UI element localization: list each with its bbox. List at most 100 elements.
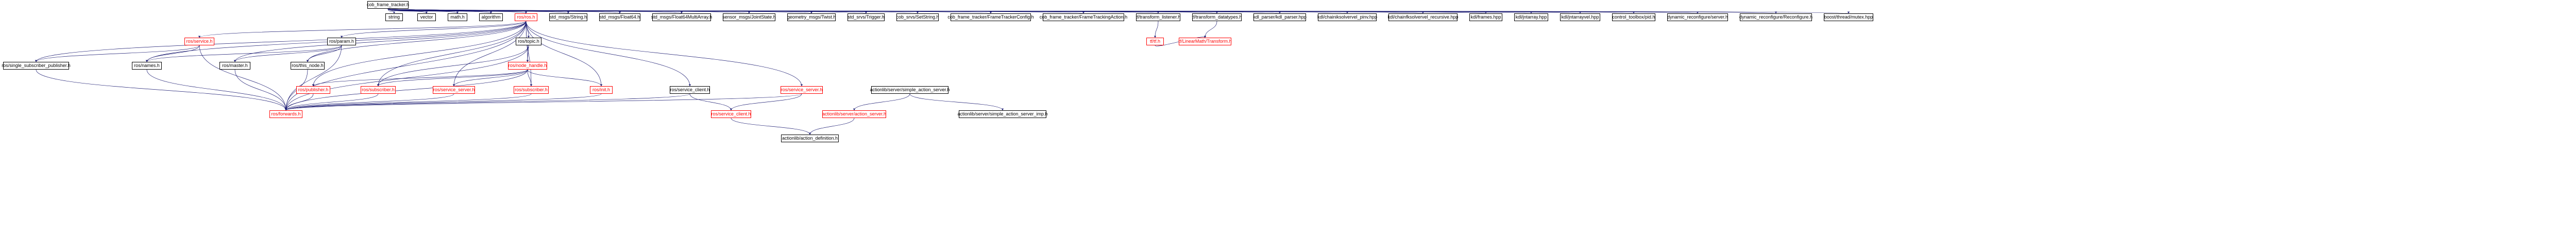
graph-node[interactable]: actionlib/server/simple_action_server.h <box>870 86 950 94</box>
graph-node[interactable]: geometry_msgs/Twist.h <box>787 13 836 21</box>
graph-node[interactable]: tf/transform_listener.h <box>1136 13 1180 21</box>
graph-node[interactable]: ros/master.h <box>219 62 250 70</box>
graph-edge <box>526 21 690 87</box>
graph-edge <box>285 93 454 111</box>
graph-edge <box>387 8 1581 14</box>
graph-edge <box>526 21 529 38</box>
graph-node[interactable]: ros/single_subscriber_publisher.h <box>2 62 71 70</box>
graph-edge <box>387 8 427 14</box>
graph-node[interactable]: ros/topic.h <box>516 38 541 45</box>
graph-node[interactable]: ros/node_handle.h <box>508 62 547 70</box>
graph-node[interactable]: algorithm <box>479 13 503 21</box>
graph-edge <box>285 93 690 111</box>
graph-edge <box>387 8 1348 14</box>
graph-node[interactable]: actionlib/action_definition.h <box>781 135 839 142</box>
graph-node[interactable]: std_srvs/Trigger.h <box>848 13 885 21</box>
graph-node[interactable]: kdl/chainiksolvervel_pinv.hpp <box>1317 13 1377 21</box>
graph-node[interactable]: boost/thread/mutex.hpp <box>1824 13 1873 21</box>
graph-node[interactable]: control_toolbox/pid.h <box>1612 13 1655 21</box>
graph-edge <box>313 69 528 87</box>
graph-edge <box>387 8 867 14</box>
graph-node[interactable]: sensor_msgs/JointState.h <box>722 13 776 21</box>
graph-node[interactable]: ros/forwards.h <box>269 110 302 118</box>
graph-node[interactable]: cob_frame_tracker/FrameTrackerConfig.h <box>947 13 1034 21</box>
graph-edge <box>285 93 802 111</box>
graph-edge <box>234 45 342 62</box>
graph-node[interactable]: ros/init.h <box>590 86 613 94</box>
graph-node[interactable]: tf/LinearMath/Transform.h <box>1178 38 1232 45</box>
graph-node[interactable]: ros/ros.h <box>515 13 537 21</box>
graph-edge <box>234 69 286 111</box>
graph-edge <box>307 45 342 62</box>
graph-edge <box>387 8 750 14</box>
graph-edge <box>689 93 732 111</box>
graph-node[interactable]: std_msgs/String.h <box>549 13 587 21</box>
graph-node[interactable]: dynamic_reconfigure/server.h <box>1667 13 1728 21</box>
graph-edge <box>387 8 1280 14</box>
graph-node[interactable]: ros/param.h <box>327 38 356 45</box>
graph-edge <box>387 8 527 14</box>
graph-edge <box>387 8 1532 14</box>
graph-edge <box>387 8 569 14</box>
graph-node[interactable]: cob_frame_tracker/FrameTrackingAction.h <box>1040 13 1127 21</box>
graph-edge <box>526 21 602 87</box>
graph-node[interactable]: actionlib/server/simple_action_server_im… <box>957 110 1048 118</box>
graph-edge <box>387 8 991 14</box>
graph-node[interactable]: ros/service_server.h <box>433 86 475 94</box>
graph-edge <box>378 21 527 87</box>
graph-node[interactable]: cob_srvs/SetString.h <box>896 13 939 21</box>
graph-node[interactable]: std_msgs/Float64MultiArray.h <box>651 13 712 21</box>
graph-node[interactable]: kdl/jntarray.hpp <box>1514 13 1548 21</box>
graph-node[interactable]: tf/transform_datatypes.h <box>1192 13 1242 21</box>
graph-node[interactable]: string <box>385 13 403 21</box>
graph-node[interactable]: ros/names.h <box>132 62 162 70</box>
graph-edge <box>313 21 527 87</box>
graph-edge <box>199 21 527 38</box>
graph-node[interactable]: dynamic_reconfigure/Reconfigure.h <box>1739 13 1812 21</box>
graph-edge <box>387 8 1084 14</box>
graph-edge <box>285 93 314 111</box>
graph-node[interactable]: ros/service_server.h <box>781 86 823 94</box>
graph-edge <box>387 8 918 14</box>
graph-edge <box>387 8 620 14</box>
graph-edge <box>199 45 286 111</box>
graph-edge <box>387 8 1423 14</box>
graph-edge <box>36 45 200 62</box>
graph-edge <box>387 8 395 14</box>
graph-node[interactable]: cob_frame_tracker.h <box>367 1 409 9</box>
graph-node[interactable]: ros/this_node.h <box>291 62 325 70</box>
graph-node[interactable]: kdl/frames.hpp <box>1469 13 1502 21</box>
graph-node[interactable]: kdl_parser/kdl_parser.hpp <box>1253 13 1307 21</box>
graph-node[interactable]: ros/service_client.h <box>711 110 751 118</box>
graph-edge <box>285 93 602 111</box>
graph-edge <box>527 45 529 62</box>
graph-node[interactable]: std_msgs/Float64.h <box>599 13 640 21</box>
graph-edge <box>854 93 910 111</box>
graph-node[interactable]: ros/subscriber.h <box>514 86 549 94</box>
graph-edge <box>36 69 286 111</box>
graph-edge <box>387 8 1698 14</box>
graph-edge <box>387 8 812 14</box>
graph-node[interactable]: math.h <box>448 13 467 21</box>
graph-edge <box>146 45 342 62</box>
graph-node[interactable]: ros/subscriber.h <box>361 86 396 94</box>
graph-edge <box>234 21 527 62</box>
graph-node[interactable]: ros/service_client.h <box>670 86 710 94</box>
graph-edge <box>909 93 1003 111</box>
graph-node[interactable]: ros/publisher.h <box>296 86 330 94</box>
graph-node[interactable]: kdl/chainfksolvervel_recursive.hpp <box>1387 13 1459 21</box>
graph-node[interactable]: tf/tf.h <box>1146 38 1164 45</box>
graph-edge <box>36 21 527 62</box>
graph-edge <box>387 8 1634 14</box>
graph-edge <box>285 93 379 111</box>
graph-edge <box>146 69 286 111</box>
graph-edge <box>453 69 528 87</box>
graph-edge <box>731 93 802 111</box>
graph-node[interactable]: kdl/jntarrayvel.hpp <box>1560 13 1600 21</box>
graph-node[interactable]: vector <box>417 13 436 21</box>
graph-edge <box>731 118 810 135</box>
graph-node[interactable]: ros/service.h <box>184 38 214 45</box>
graph-node[interactable]: actionlib/server/action_server.h <box>822 110 886 118</box>
graph-edge <box>341 21 527 38</box>
